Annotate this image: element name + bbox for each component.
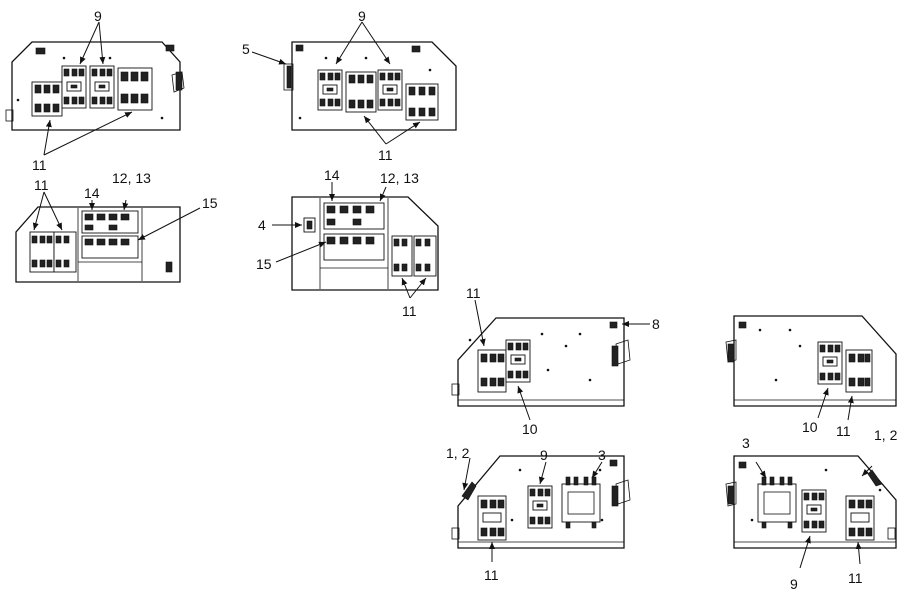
callout-15: 15 (256, 256, 272, 272)
contactor-pair-1b (117, 67, 153, 111)
callout-9: 9 (358, 8, 366, 24)
contactor-7 (527, 485, 553, 529)
callout-9: 9 (94, 8, 102, 24)
callout-1-2: 1, 2 (874, 427, 898, 443)
relay-row-4 (323, 202, 385, 230)
panel-view-7: 1, 2 9 3 11 (446, 445, 631, 583)
contactor-pair-7 (477, 495, 507, 541)
relay-row-4b (323, 233, 385, 261)
callout-9: 9 (540, 447, 548, 463)
callout-11: 11 (836, 423, 851, 439)
transformer-7 (561, 476, 601, 529)
callout-12-13: 12, 13 (112, 170, 151, 186)
transformer-8 (757, 476, 797, 529)
callout-8: 8 (652, 316, 660, 332)
callout-11: 11 (34, 177, 49, 193)
contactor-8 (801, 489, 827, 533)
contactor-pair-6 (845, 349, 873, 393)
contactor-pair-1a (31, 81, 63, 117)
panel-view-3: 11 14 12, 13 15 (15, 170, 218, 283)
callout-3: 3 (742, 435, 750, 451)
contactor-2 (89, 65, 115, 109)
panel-view-6: 10 11 (725, 315, 897, 439)
contactor-pair-3a (29, 231, 55, 273)
contactor-3 (317, 69, 343, 111)
callout-15: 15 (202, 195, 218, 211)
callout-12-13: 12, 13 (380, 170, 419, 186)
callout-11: 11 (466, 285, 481, 301)
callout-10: 10 (802, 419, 818, 435)
callout-14: 14 (324, 167, 340, 183)
contactor-pair-8 (845, 495, 875, 541)
callout-11: 11 (484, 567, 499, 583)
relay-row-3b (81, 235, 139, 259)
contactor-1 (61, 65, 87, 109)
callout-14: 14 (84, 185, 100, 201)
panel-view-4: 14 12, 13 4 15 11 (256, 167, 439, 319)
panel-view-5: 11 8 10 (451, 285, 660, 437)
contactor-pair-4b (413, 235, 437, 277)
contactor-4 (377, 69, 403, 111)
callout-9: 9 (790, 576, 798, 592)
contactor-pair-3b (53, 231, 77, 273)
callout-4: 4 (258, 217, 266, 233)
contactor-pair-4a (391, 235, 413, 277)
callout-11: 11 (32, 157, 47, 173)
relay-row-3 (81, 210, 139, 234)
panel-view-1: 9 11 (5, 8, 185, 173)
contactor-pair-5 (477, 349, 507, 393)
callout-10: 10 (522, 421, 538, 437)
contactor-pair-2b (405, 83, 439, 121)
callout-11: 11 (848, 570, 863, 586)
panel-view-2: 9 5 11 (242, 8, 457, 163)
contactor-5 (505, 339, 531, 383)
callout-3: 3 (598, 447, 606, 463)
contactor-6 (817, 341, 843, 385)
callout-11: 11 (378, 147, 393, 163)
callout-1-2: 1, 2 (446, 445, 470, 461)
contactor-pair-2a (345, 71, 377, 113)
callout-11: 11 (402, 303, 417, 319)
panel-view-8: 3 1, 2 9 11 (725, 427, 898, 592)
callout-5: 5 (242, 41, 250, 57)
